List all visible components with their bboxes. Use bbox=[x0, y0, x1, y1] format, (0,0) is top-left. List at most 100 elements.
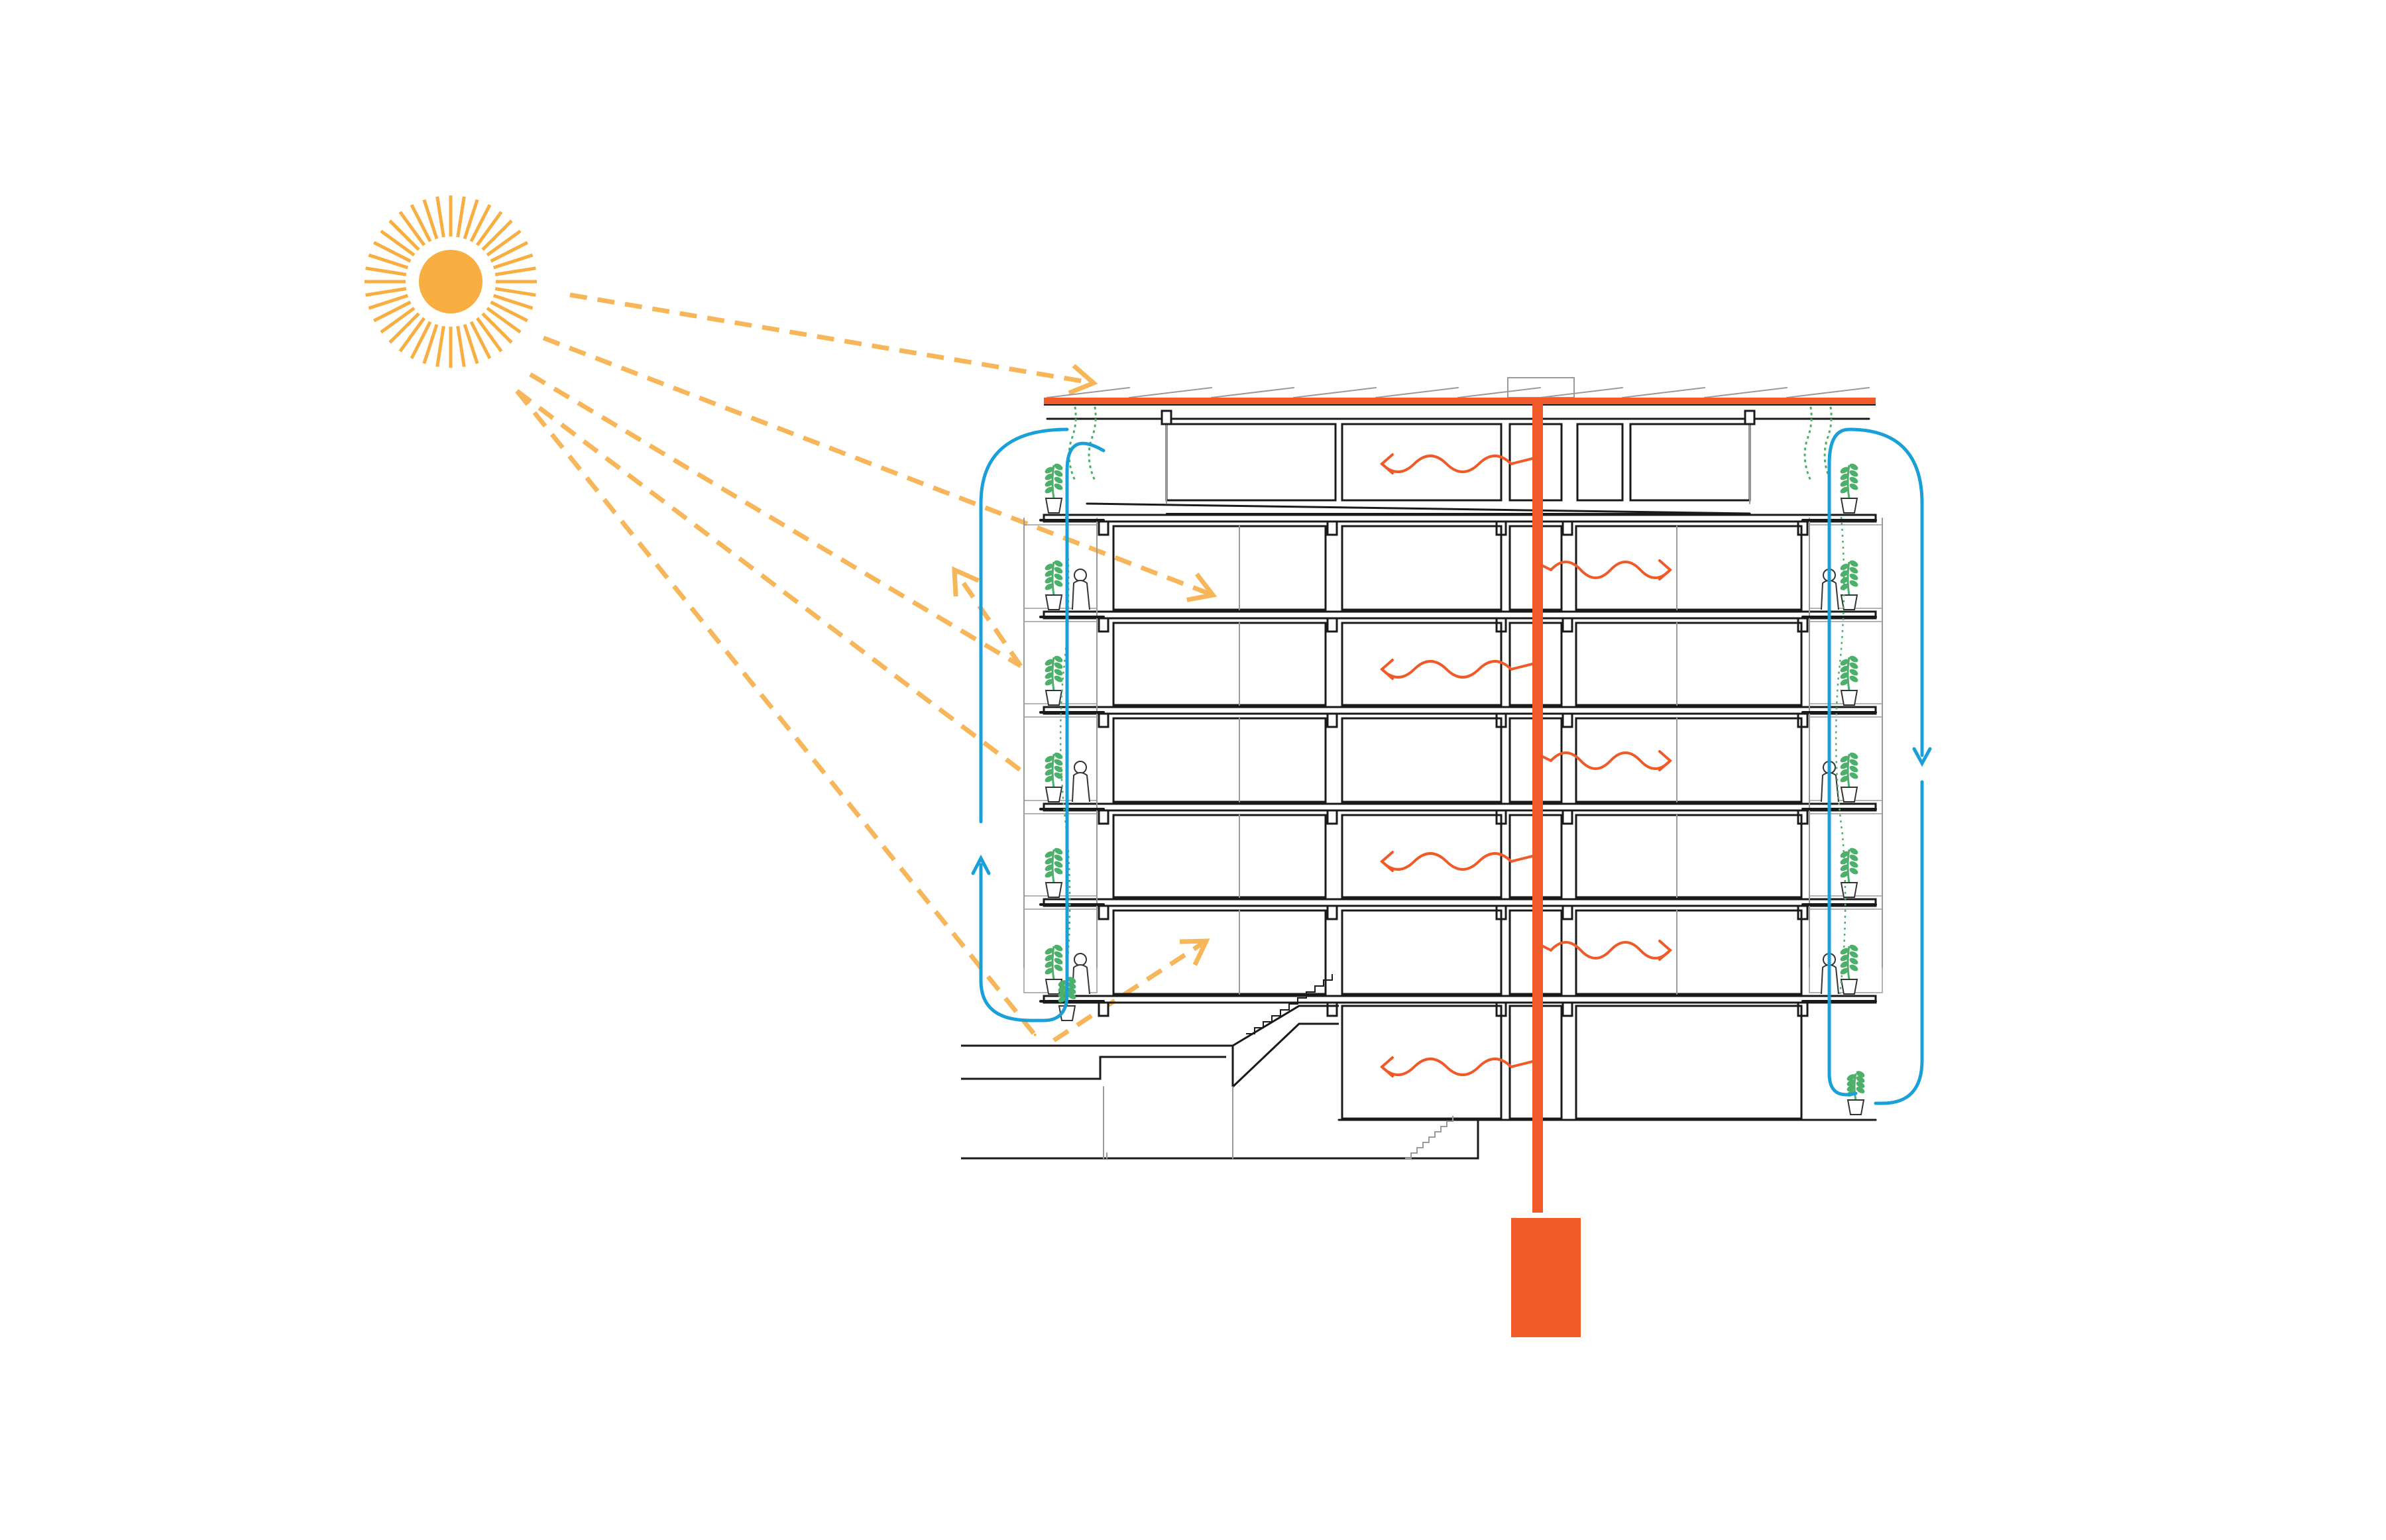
leaf bbox=[1045, 665, 1054, 673]
column-head bbox=[1326, 1001, 1338, 1017]
roof-heat-collector bbox=[1044, 398, 1876, 404]
floor-slab bbox=[1043, 802, 1877, 812]
leaf bbox=[1840, 857, 1849, 865]
ray-to-level-1 bbox=[1052, 939, 1208, 1042]
ray-to-level-5-head bbox=[1186, 573, 1218, 602]
leaf bbox=[1840, 961, 1849, 968]
air-arrow-down bbox=[1912, 747, 1932, 767]
leaf bbox=[1840, 665, 1849, 673]
penthouse-room bbox=[1576, 423, 1624, 502]
leaf bbox=[1054, 759, 1063, 766]
sun-ray bbox=[475, 211, 503, 247]
leaf bbox=[1045, 679, 1054, 686]
heat-storage-block bbox=[1511, 1218, 1581, 1337]
planter bbox=[1840, 787, 1858, 802]
air-loop-right-lower bbox=[1827, 427, 1924, 1105]
planter bbox=[1045, 882, 1063, 898]
column-head bbox=[1797, 520, 1809, 536]
column-head bbox=[1562, 520, 1573, 536]
sun-ray bbox=[368, 294, 409, 310]
sun-ray bbox=[463, 323, 479, 364]
leaf bbox=[1846, 1079, 1856, 1086]
leaf bbox=[1067, 982, 1076, 989]
leaf bbox=[1840, 486, 1849, 494]
heat-wave-head bbox=[1658, 940, 1673, 961]
climbing-vine bbox=[1059, 516, 1071, 995]
solar-panel bbox=[1704, 387, 1788, 398]
planter bbox=[1846, 1099, 1865, 1115]
sun-ray bbox=[486, 229, 522, 257]
sun-ray bbox=[486, 306, 522, 334]
leaf bbox=[1856, 1087, 1865, 1093]
column-head bbox=[1797, 905, 1809, 920]
leaf bbox=[1840, 467, 1849, 474]
sun-ray bbox=[380, 306, 416, 334]
room bbox=[1112, 525, 1327, 611]
sun-ray bbox=[410, 321, 432, 359]
heat-system bbox=[1044, 398, 1876, 1337]
vegetation bbox=[1045, 400, 1865, 1115]
heat-wave-head bbox=[1379, 1056, 1394, 1077]
sun-ray bbox=[435, 325, 445, 367]
leaf bbox=[1849, 867, 1858, 875]
stairs bbox=[1246, 974, 1333, 1034]
person-head bbox=[1074, 761, 1087, 774]
leaf bbox=[1840, 769, 1849, 776]
leaf bbox=[1849, 772, 1858, 779]
planter bbox=[1045, 979, 1063, 995]
leaf bbox=[1045, 954, 1054, 962]
heat-wave-head bbox=[1658, 750, 1673, 771]
leaf bbox=[1840, 679, 1849, 686]
leaf bbox=[1840, 659, 1849, 666]
room bbox=[1341, 717, 1503, 803]
leaf bbox=[1045, 563, 1054, 571]
solar-panel bbox=[1375, 387, 1459, 398]
column-head bbox=[1326, 617, 1338, 633]
air-loop-right-upper bbox=[1847, 427, 1924, 757]
ray-reflection-head bbox=[952, 566, 980, 597]
leaf bbox=[1849, 944, 1858, 952]
room bbox=[1112, 717, 1327, 803]
leaf bbox=[1054, 861, 1063, 868]
heat-wave-tail bbox=[1510, 1059, 1538, 1068]
sun-ray bbox=[490, 241, 528, 263]
heat-wave bbox=[1381, 1058, 1512, 1076]
leaf bbox=[1856, 1071, 1865, 1077]
room bbox=[1575, 525, 1803, 611]
solar-panel bbox=[1129, 387, 1212, 398]
leaf bbox=[1849, 964, 1858, 971]
room bbox=[1575, 717, 1803, 803]
solar-rays bbox=[515, 292, 1218, 1042]
leaf bbox=[1840, 948, 1849, 955]
sun-ray bbox=[373, 300, 412, 323]
sun-ray bbox=[469, 321, 492, 359]
ray-reflection bbox=[952, 569, 1023, 667]
leaf bbox=[1849, 655, 1858, 663]
leaf bbox=[1054, 675, 1063, 683]
sun-ray bbox=[463, 199, 479, 240]
leaf bbox=[1849, 476, 1858, 484]
room bbox=[1112, 814, 1327, 899]
solar-panel bbox=[1540, 387, 1623, 398]
sun-ray bbox=[380, 229, 416, 257]
sun-ray bbox=[422, 323, 439, 364]
leaf bbox=[1840, 563, 1849, 571]
heat-wave-tail bbox=[1510, 661, 1538, 671]
heat-wave-tail bbox=[1537, 942, 1552, 952]
column-head bbox=[1098, 617, 1109, 633]
ray-to-level-5 bbox=[542, 335, 1214, 598]
solar-panel bbox=[1457, 387, 1541, 398]
column-head bbox=[1098, 809, 1109, 825]
air-loop-left-lower bbox=[979, 441, 1106, 1022]
room bbox=[1341, 909, 1503, 995]
person-body bbox=[1072, 580, 1090, 610]
room bbox=[1575, 814, 1803, 899]
solar-panel bbox=[1786, 387, 1870, 398]
column-head bbox=[1562, 617, 1573, 633]
sun-ray bbox=[368, 253, 409, 270]
leaf bbox=[1849, 483, 1858, 490]
leaf bbox=[1849, 580, 1858, 587]
geothermal-pipe bbox=[1532, 404, 1543, 1213]
room bbox=[1112, 622, 1327, 706]
